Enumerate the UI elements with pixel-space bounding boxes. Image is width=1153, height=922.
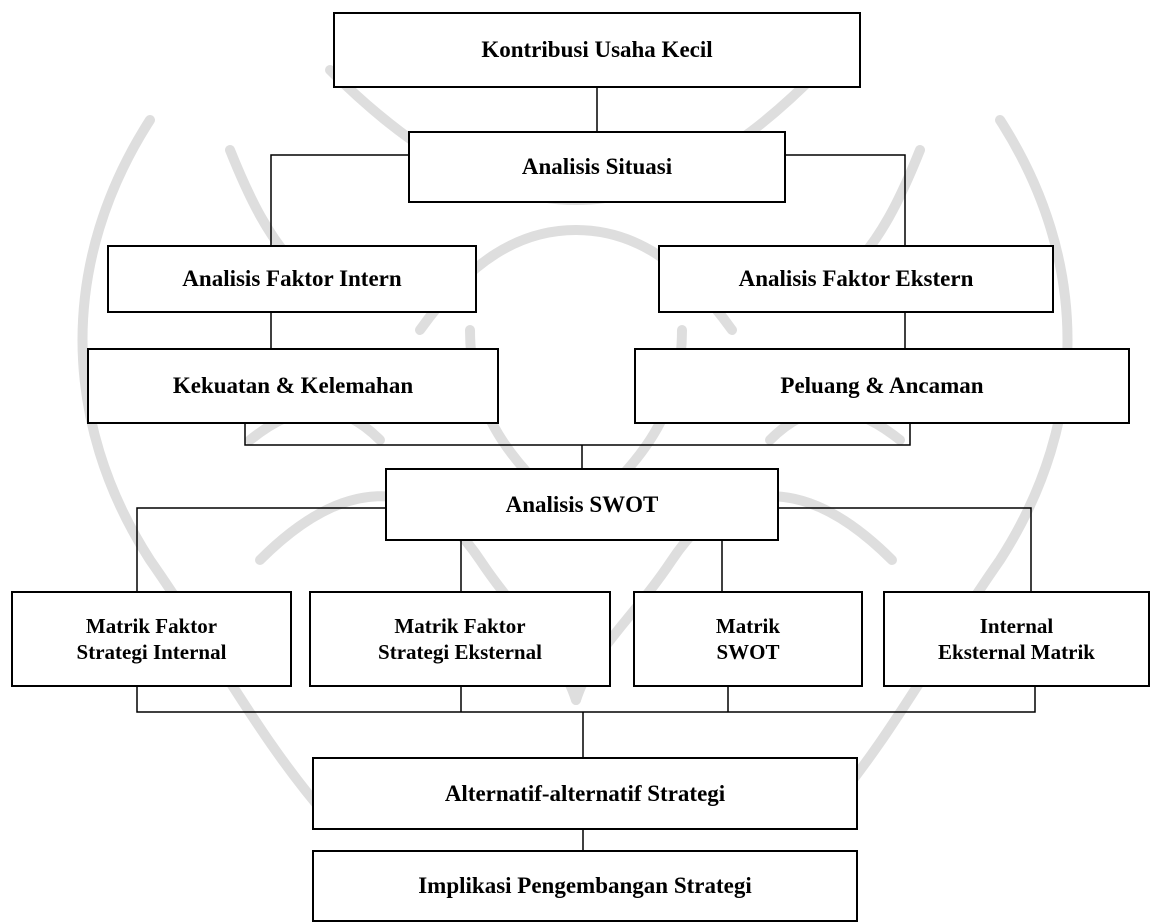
node-analisis-faktor-ekstern: Analisis Faktor Ekstern <box>658 245 1054 313</box>
node-internal-eksternal-matrik: Internal Eksternal Matrik <box>883 591 1150 687</box>
node-label-line2: SWOT <box>716 640 780 664</box>
node-label: Analisis Faktor Intern <box>182 266 402 292</box>
node-matrik-faktor-strategi-internal: Matrik Faktor Strategi Internal <box>11 591 292 687</box>
node-label-line2: Eksternal Matrik <box>938 640 1095 664</box>
node-label: Alternatif-alternatif Strategi <box>444 780 726 806</box>
node-implikasi-pengembangan-strategi: Implikasi Pengembangan Strategi <box>312 850 858 922</box>
node-label-line2: Strategi Eksternal <box>378 640 542 664</box>
node-label: Peluang & Ancaman <box>780 373 984 399</box>
node-peluang-ancaman: Peluang & Ancaman <box>634 348 1130 424</box>
node-label: Kontribusi Usaha Kecil <box>481 37 713 63</box>
node-analisis-situasi: Analisis Situasi <box>408 131 786 203</box>
node-analisis-swot: Analisis SWOT <box>385 468 779 541</box>
node-label-line1: Matrik Faktor <box>85 613 218 638</box>
node-kontribusi-usaha-kecil: Kontribusi Usaha Kecil <box>333 12 861 88</box>
node-label-line1: Internal <box>979 613 1054 638</box>
node-label-line1: Matrik <box>715 613 781 638</box>
node-label-line1: Matrik Faktor <box>394 613 526 638</box>
node-label-line2: Strategi Internal <box>76 640 227 664</box>
node-label: Analisis Situasi <box>521 154 673 180</box>
node-label: Analisis SWOT <box>505 491 659 517</box>
node-label: Kekuatan & Kelemahan <box>172 373 414 399</box>
node-kekuatan-kelemahan: Kekuatan & Kelemahan <box>87 348 499 424</box>
node-alternatif-strategi: Alternatif-alternatif Strategi <box>312 757 858 830</box>
node-label: Implikasi Pengembangan Strategi <box>418 873 752 899</box>
node-label: Analisis Faktor Ekstern <box>738 266 974 292</box>
node-analisis-faktor-intern: Analisis Faktor Intern <box>107 245 477 313</box>
node-matrik-swot: Matrik SWOT <box>633 591 863 687</box>
node-matrik-faktor-strategi-eksternal: Matrik Faktor Strategi Eksternal <box>309 591 611 687</box>
